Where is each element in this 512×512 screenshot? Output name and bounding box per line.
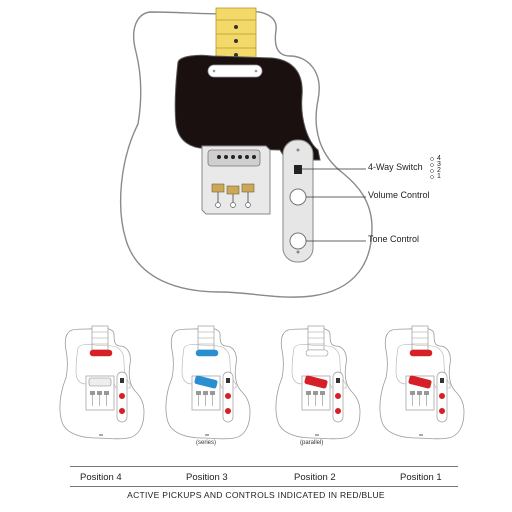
small-tone-knob [225,408,231,414]
switch-position-number-2: 2 [437,167,441,174]
small-diagram-2 [165,325,251,440]
small-neck-pickup [409,349,433,357]
switch-position-number-1: 1 [437,173,441,180]
small-saddle [97,391,102,395]
footer-note: ACTIVE PICKUPS AND CONTROLS INDICATED IN… [127,490,385,500]
small-diagram-1 [59,325,145,440]
small-neck-pickup [89,349,113,357]
small-saddle [417,391,422,395]
small-tone-knob [119,408,125,414]
small-tone-knob [439,408,445,414]
top-rule [70,466,458,467]
switch-callout-label: 4-Way Switch [368,162,423,172]
small-tone-knob [335,408,341,414]
main-tone-knob [289,232,307,250]
position-3-label: Position 3 [186,472,228,483]
small-diagrams [59,325,465,440]
small-bridge-pickup [88,377,112,387]
small-strap-button [315,434,319,436]
position-1-label: Position 1 [400,472,442,483]
main-bridge-saddles [211,183,255,208]
small-diagram-4 [379,325,465,440]
small-saddle [313,391,318,395]
small-strap-button [419,434,423,436]
small-strap-button [205,434,209,436]
small-volume-knob [119,393,125,399]
small-saddle [210,391,215,395]
tone-callout-label: Tone Control [368,234,420,244]
small-bridge-pickup [408,375,432,389]
position-4-label: Position 4 [80,472,122,483]
main-volume-knob [289,188,307,206]
position-2-label: Position 2 [294,472,336,483]
switch-position-dots [430,157,434,179]
small-saddle [306,391,311,395]
small-volume-knob [225,393,231,399]
small-saddle [203,391,208,395]
small-saddle [410,391,415,395]
small-volume-knob [335,393,341,399]
main-neck-pickup [207,64,263,78]
small-switch [336,378,340,383]
small-saddle [424,391,429,395]
small-switch [120,378,124,383]
small-switch [226,378,230,383]
main-guitar [119,7,434,298]
small-neck-pickup [305,349,329,357]
switch-position-number-4: 4 [437,155,441,162]
parallel-note: (parallel) [300,440,324,446]
small-strap-button [99,434,103,436]
small-diagram-3 [275,325,361,440]
volume-callout-label: Volume Control [368,190,430,200]
small-saddle [320,391,325,395]
small-saddle [90,391,95,395]
main-switch [294,165,302,174]
small-volume-knob [439,393,445,399]
small-saddle [196,391,201,395]
main-guitar-pickguard [174,54,321,161]
small-saddle [104,391,109,395]
bottom-rule [70,486,458,487]
small-bridge-pickup [304,375,328,389]
small-bridge-pickup [194,375,218,389]
switch-position-number-3: 3 [437,161,441,168]
series-note: (series) [196,440,217,446]
small-neck-pickup [195,349,219,357]
small-switch [440,378,444,383]
